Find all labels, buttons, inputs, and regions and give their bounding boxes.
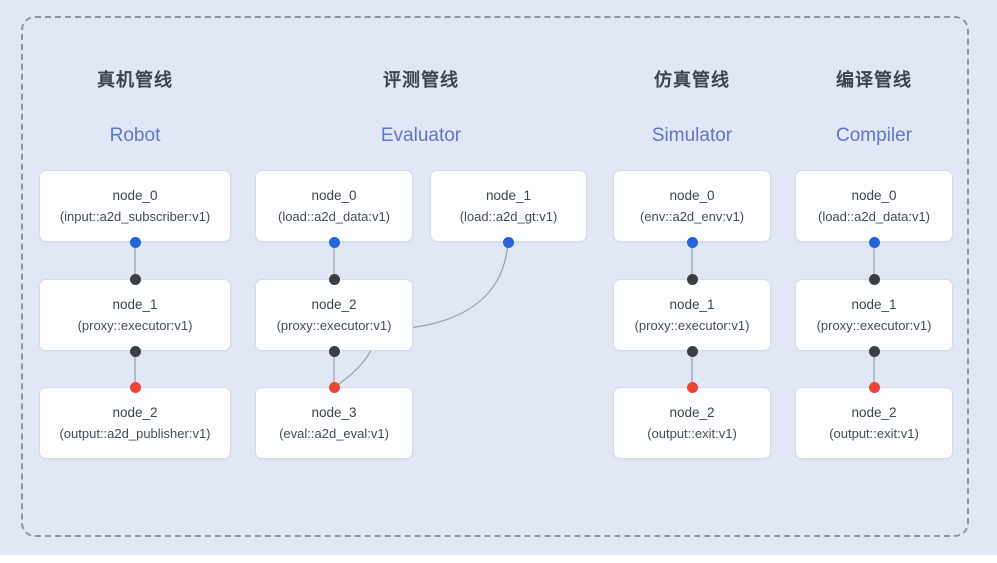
node-type: (eval::a2d_eval:v1) [279,426,389,441]
simulator-title-zh: 仿真管线 [654,70,730,90]
compiler-node-2-box: node_2 (output::exit:v1) [795,387,953,459]
node-name: node_2 [311,297,357,312]
node-name: node_1 [485,188,532,203]
node-name: node_2 [669,405,715,420]
node-name: node_3 [311,405,357,420]
input-port-dot [502,236,514,248]
output-port-dot [868,381,880,393]
input-port-dot [129,236,141,248]
evaluator-title-zh: 评测管线 [383,70,459,90]
internal-port-dot [129,273,141,285]
input-port-dot [328,236,340,248]
output-port-dot [129,381,141,393]
evaluator-node-2-box: node_2 (proxy::executor:v1) [255,279,413,351]
node-name: node_2 [851,405,897,420]
node-type: (load::a2d_data:v1) [817,209,931,224]
robot-node-0-box: node_0 (input::a2d_subscriber:v1) [39,170,231,242]
evaluator-node-0-box: node_0 (load::a2d_data:v1) [255,170,413,242]
compiler-title-en: Compiler [835,125,913,146]
internal-port-dot [868,345,880,357]
simulator-node-2-box: node_2 (output::exit:v1) [613,387,771,459]
node-type: (load::a2d_data:v1) [277,209,391,224]
output-port-dot [686,381,698,393]
internal-port-dot [328,273,340,285]
robot-node-1-box: node_1 (proxy::executor:v1) [39,279,231,351]
evaluator-node-3-box: node_3 (eval::a2d_eval:v1) [255,387,413,459]
internal-port-dot [868,273,880,285]
node-type: (load::a2d_gt:v1) [459,209,558,224]
input-port-dot [686,236,698,248]
node-type: (proxy::executor:v1) [816,318,932,333]
simulator-title-en: Simulator [651,125,733,146]
node-type: (output::exit:v1) [647,426,737,441]
node-type: (proxy::executor:v1) [276,318,392,333]
node-type: (env::a2d_env:v1) [639,209,745,224]
node-type: (proxy::executor:v1) [634,318,750,333]
node-type: (proxy::executor:v1) [77,318,193,333]
evaluator-node-1-box: node_1 (load::a2d_gt:v1) [430,170,587,242]
node-type: (input::a2d_subscriber:v1) [59,209,211,224]
compiler-node-1-box: node_1 (proxy::executor:v1) [795,279,953,351]
internal-port-dot [686,345,698,357]
compiler-node-0-box: node_0 (load::a2d_data:v1) [795,170,953,242]
node-name: node_2 [112,405,158,420]
internal-port-dot [328,345,340,357]
node-name: node_0 [112,188,158,203]
node-name: node_1 [669,297,715,312]
input-port-dot [868,236,880,248]
node-type: (output::a2d_publisher:v1) [59,426,211,441]
internal-port-dot [129,345,141,357]
node-name: node_1 [112,297,158,312]
node-name: node_0 [669,188,715,203]
node-type: (output::exit:v1) [829,426,919,441]
node-name: node_1 [851,297,897,312]
robot-node-2-box: node_2 (output::a2d_publisher:v1) [39,387,231,459]
robot-title-zh: 真机管线 [97,70,173,90]
simulator-node-0-box: node_0 (env::a2d_env:v1) [613,170,771,242]
compiler-title-zh: 编译管线 [836,70,912,90]
output-port-dot [328,381,340,393]
node-name: node_0 [851,188,897,203]
evaluator-title-en: Evaluator [380,125,462,146]
node-name: node_0 [311,188,357,203]
simulator-node-1-box: node_1 (proxy::executor:v1) [613,279,771,351]
dashed-border-frame [21,16,969,537]
robot-title-en: Robot [109,125,161,146]
internal-port-dot [686,273,698,285]
